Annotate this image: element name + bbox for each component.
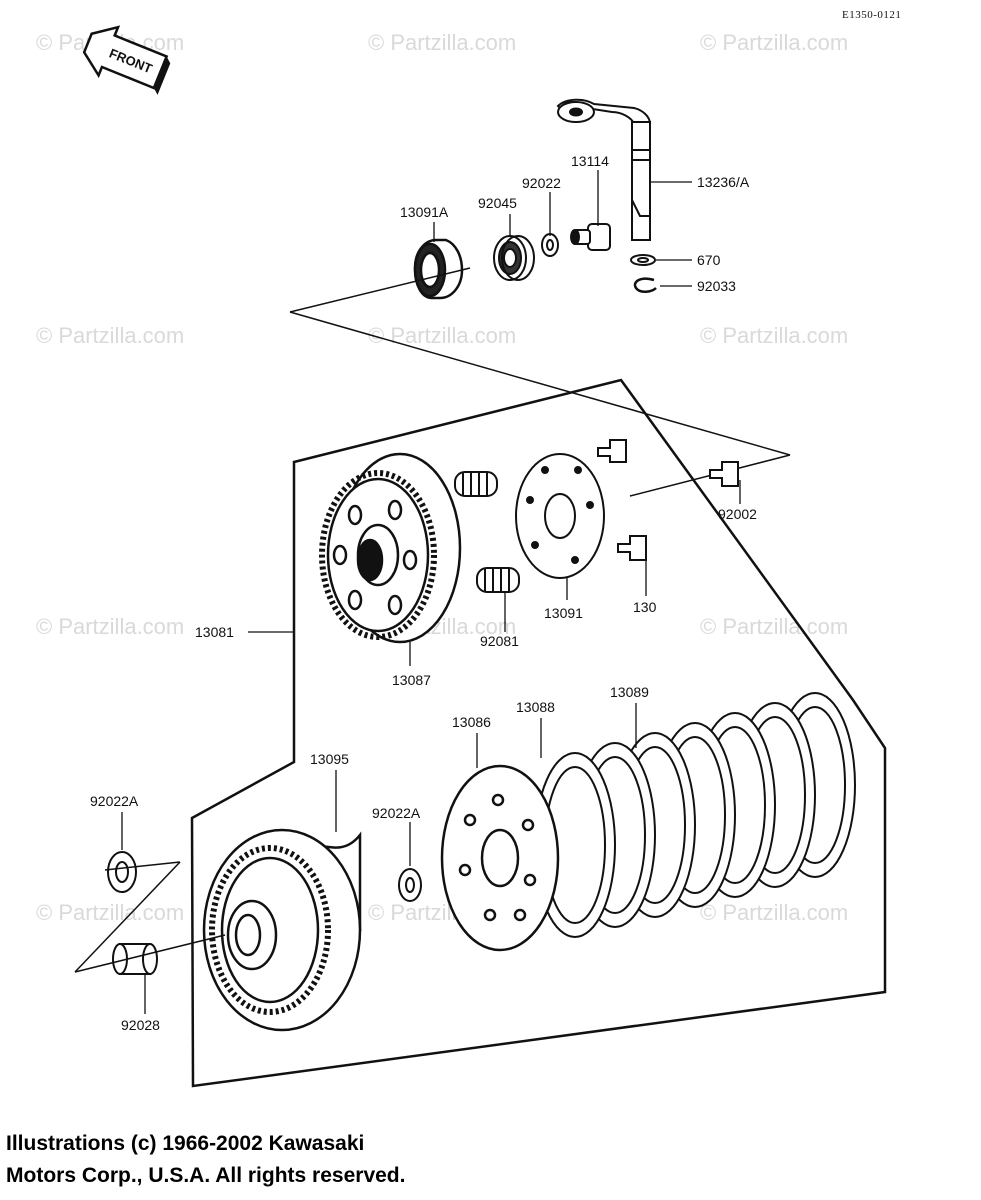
label-13089: 13089	[610, 684, 649, 700]
pressure-bolts	[597, 439, 739, 561]
label-13114: 13114	[571, 153, 609, 169]
label-13095: 13095	[310, 751, 349, 767]
label-13236A: 13236/A	[697, 174, 750, 190]
release-shaft	[556, 98, 651, 241]
watermark-6: © Partzilla.com	[700, 323, 848, 348]
label-130: 130	[633, 599, 657, 615]
label-92028: 92028	[121, 1017, 160, 1033]
front-arrow-icon: FRONT	[82, 25, 171, 95]
assembly-boundary	[190, 378, 887, 1088]
label-92002: 92002	[718, 506, 757, 522]
clutch-housing	[202, 828, 362, 1032]
clutch-hub	[319, 452, 462, 644]
leader-lines	[121, 170, 741, 1014]
label-92033: 92033	[697, 278, 736, 294]
pressure-plate	[515, 453, 605, 579]
clutch-boss-disc	[440, 764, 560, 952]
thrust-washers	[107, 851, 422, 902]
copyright-line-1: Illustrations (c) 1966-2002 Kawasaki	[6, 1132, 365, 1155]
watermark-5: © Partzilla.com	[368, 323, 516, 348]
release-pin	[570, 223, 611, 251]
copyright-notice: Illustrations (c) 1966-2002 Kawasaki Mot…	[6, 1128, 606, 1192]
lower-alignment-lines	[74, 861, 226, 973]
label-92022A-left: 92022A	[90, 793, 139, 809]
watermark-2: © Partzilla.com	[368, 30, 516, 55]
drawing-code: E1350-0121	[842, 9, 901, 21]
label-13086: 13086	[452, 714, 491, 730]
label-13091: 13091	[544, 605, 583, 621]
part-labels: 13236/A 13114 92022 92045 13091A 670 920…	[90, 153, 757, 1033]
watermark-7: © Partzilla.com	[36, 614, 184, 639]
label-13091A: 13091A	[400, 204, 449, 220]
small-washer	[541, 233, 559, 257]
bearing-housing	[413, 238, 464, 300]
watermark-4: © Partzilla.com	[36, 323, 184, 348]
watermark-3: © Partzilla.com	[700, 30, 848, 55]
watermark-9: © Partzilla.com	[700, 614, 848, 639]
clutch-springs	[454, 471, 520, 593]
label-92045: 92045	[478, 195, 517, 211]
label-13088: 13088	[516, 699, 555, 715]
ball-bearing	[493, 235, 535, 281]
copyright-line-2: Motors Corp., U.S.A. All rights reserved…	[6, 1164, 406, 1187]
watermark-12: © Partzilla.com	[700, 900, 848, 925]
label-13081: 13081	[195, 624, 234, 640]
label-92022A-mid: 92022A	[372, 805, 421, 821]
circlip	[633, 277, 657, 293]
watermark-10: © Partzilla.com	[36, 900, 184, 925]
sleeve	[112, 943, 158, 975]
watermarks: © Partzilla.com © Partzilla.com © Partzi…	[36, 30, 848, 925]
label-92081: 92081	[480, 633, 519, 649]
label-670: 670	[697, 252, 721, 268]
shaft-washer	[630, 254, 656, 266]
label-92022: 92022	[522, 175, 561, 191]
label-13087: 13087	[392, 672, 431, 688]
